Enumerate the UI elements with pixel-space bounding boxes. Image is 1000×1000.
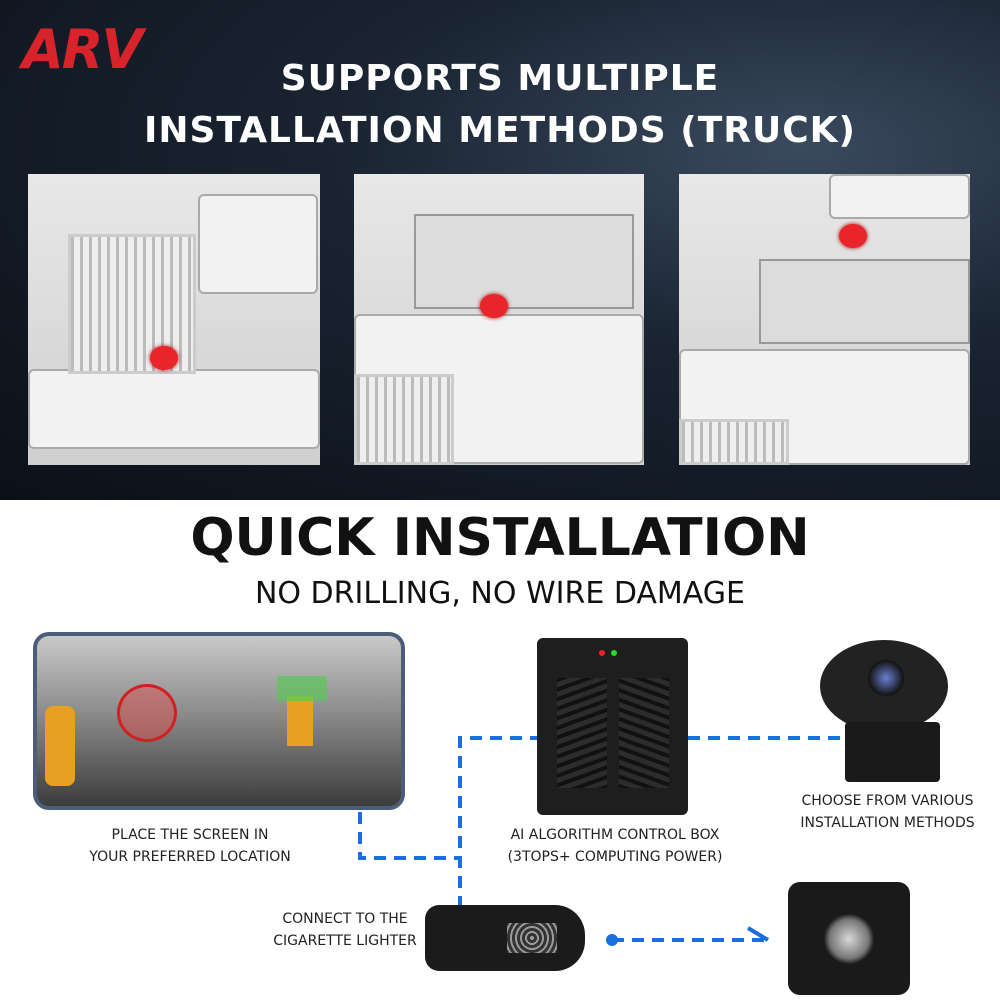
- truck-image-grille-mount: [28, 174, 320, 465]
- camera: [820, 640, 948, 732]
- truck-image-windshield-mount: [354, 174, 644, 465]
- section-subtitle: NO DRILLING, NO WIRE DAMAGE: [254, 576, 746, 611]
- truck-image-roof-mount: [679, 174, 970, 465]
- headline-line-1: SUPPORTS MULTIPLE: [280, 58, 720, 99]
- camera-position-marker: [480, 294, 508, 318]
- brand-logo: ARV: [22, 18, 143, 81]
- camera-position-marker: [839, 224, 867, 248]
- display-screen: [33, 632, 405, 810]
- control-box-label: AI ALGORITHM CONTROL BOX(3TOPS+ COMPUTIN…: [507, 827, 723, 865]
- headline-line-2: INSTALLATION METHODS (TRUCK): [143, 110, 857, 151]
- ai-control-box: [537, 638, 688, 815]
- cigarette-lighter-socket: [788, 882, 910, 995]
- section-title: QUICK INSTALLATION: [190, 508, 810, 568]
- camera-mount: [845, 722, 940, 782]
- camera-position-marker: [150, 346, 178, 370]
- cigarette-lighter-plug: [425, 905, 585, 971]
